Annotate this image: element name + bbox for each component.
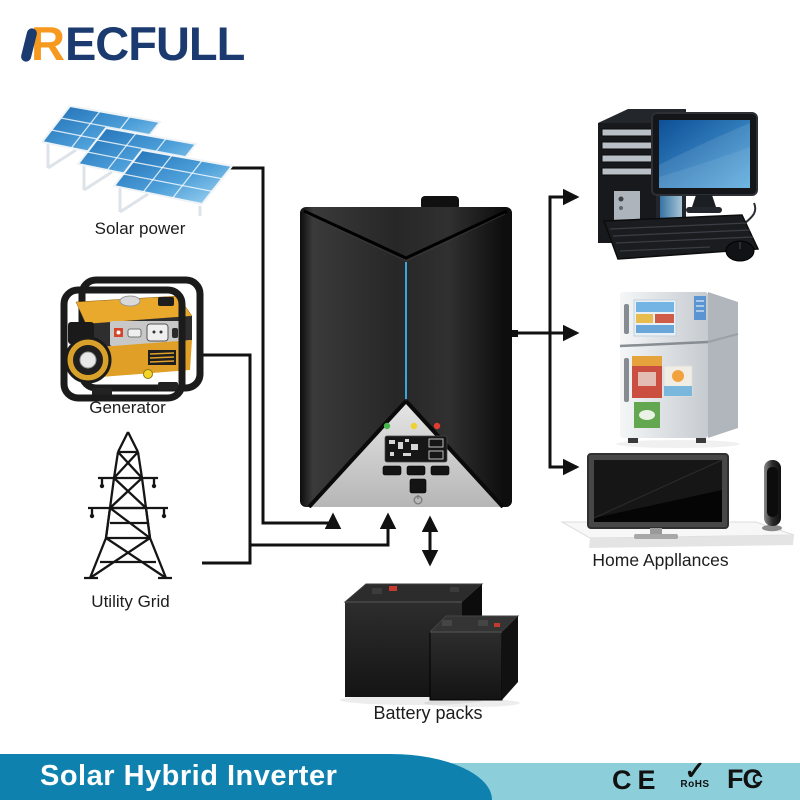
rohs-mark-icon: ✓ RoHS (672, 757, 718, 791)
fcc-letters: FC (727, 764, 762, 794)
banner-title: Solar Hybrid Inverter (40, 760, 338, 792)
connector-inverter-to-computer (548, 188, 580, 333)
refrigerator-icon (616, 292, 740, 448)
solar-panels-icon (42, 106, 234, 216)
inverter-image (300, 196, 512, 508)
fcc-inner-c: C (752, 771, 763, 788)
brand-logo: R ECFULL (20, 17, 245, 70)
connector-junction-dot (511, 330, 518, 337)
generator-label: Generator (89, 398, 166, 417)
tv-speaker-icon (560, 453, 795, 548)
connector-utility-to-inverter (202, 545, 252, 565)
rohs-label: RoHS (680, 779, 710, 790)
solar-power-label: Solar power (94, 219, 186, 238)
home-appliances-label: Home Appllances (592, 550, 729, 570)
logo-letter-r: R (31, 17, 65, 70)
connector-solar-to-inverter (207, 166, 342, 530)
logo-wordmark: ECFULL (64, 17, 245, 70)
ce-mark-icon: CE (612, 765, 662, 795)
utility-tower-icon (84, 431, 172, 580)
fcc-mark-icon: FC C (727, 764, 763, 795)
utility-grid-label: Utility Grid (91, 592, 170, 611)
battery-packs-icon (340, 583, 520, 707)
rohs-checkmark-icon: ✓ (684, 757, 706, 785)
battery-packs-label: Battery packs (373, 703, 483, 723)
connector-inverter-to-tv (548, 333, 580, 476)
banner-title-bar: Solar Hybrid Inverter (0, 754, 492, 800)
computer-icon (598, 109, 760, 262)
generator-icon (60, 276, 204, 402)
